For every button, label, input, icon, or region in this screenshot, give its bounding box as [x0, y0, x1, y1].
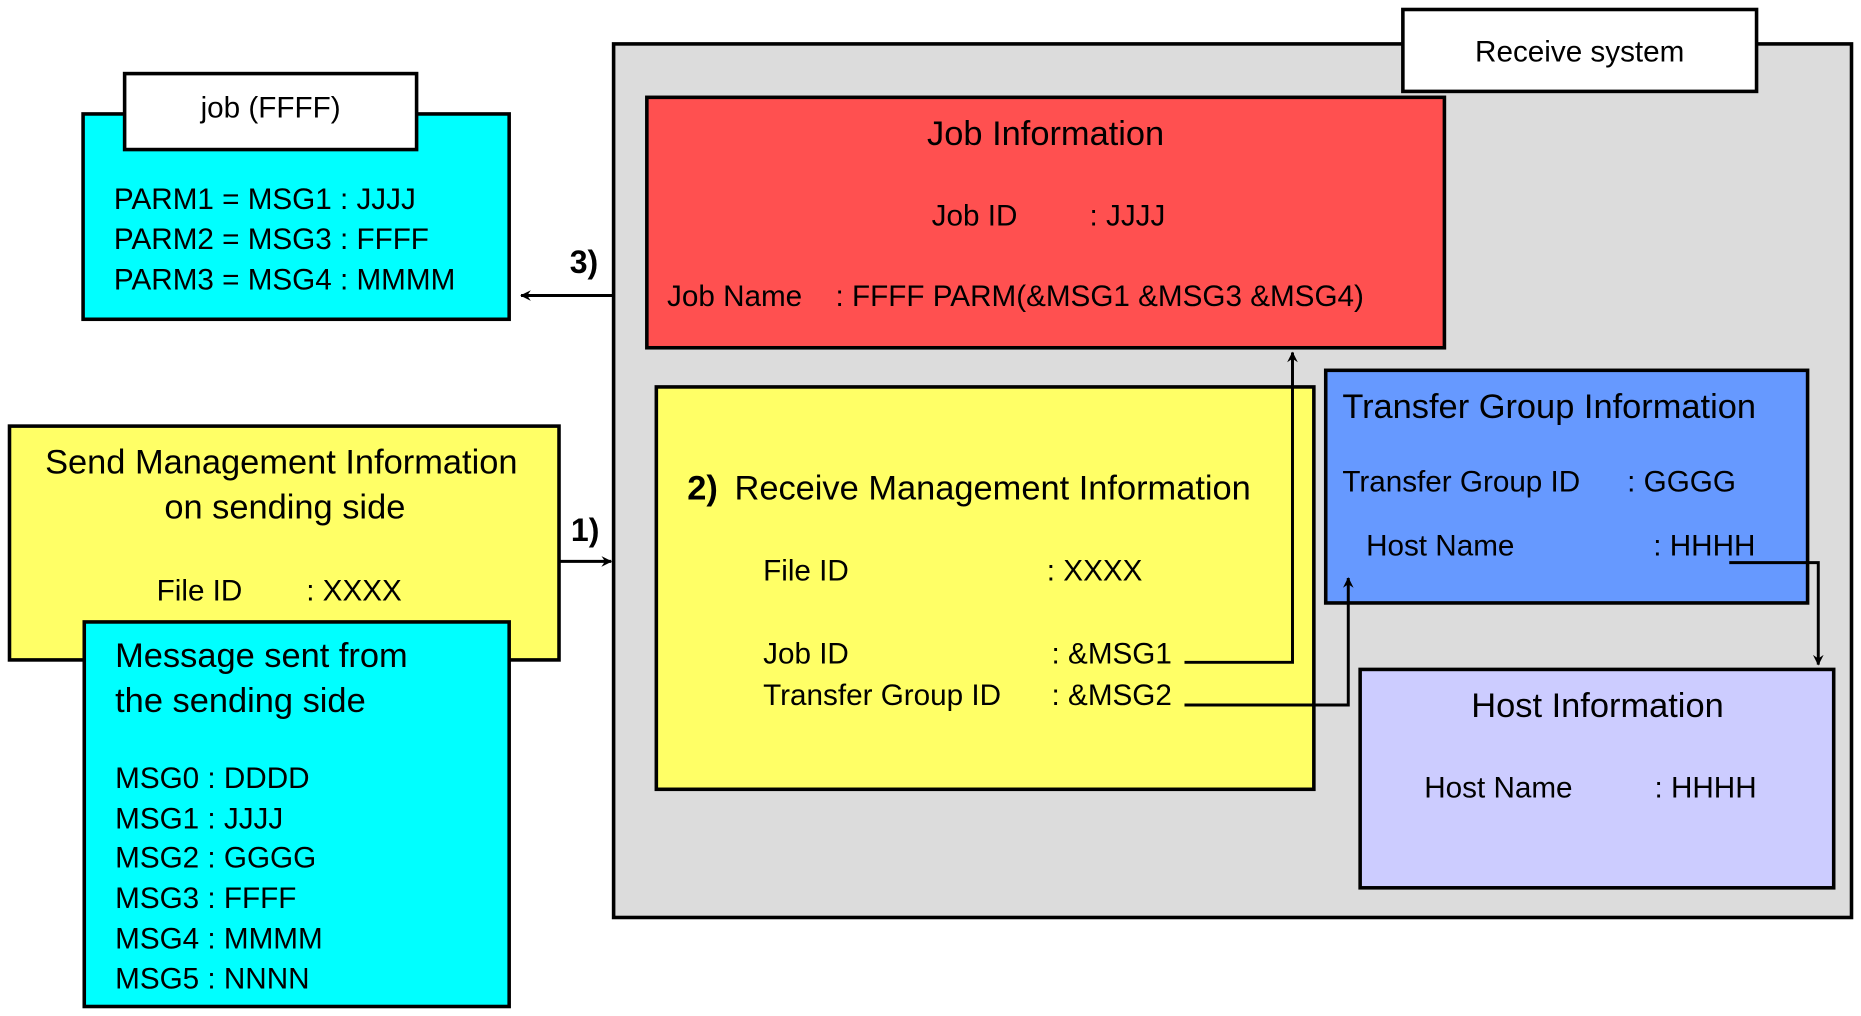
- hi-host-name-label: Host Name: [1424, 772, 1572, 805]
- job-parm-line: PARM3 = MSG4 : MMMM: [114, 264, 455, 297]
- job-name-label: Job Name: [667, 280, 802, 313]
- job-box: job (FFFF) PARM1 = MSG1 : JJJJ PARM2 = M…: [81, 71, 511, 322]
- transfer-group-title: Transfer Group Information: [1342, 388, 1756, 426]
- receive-system-label: Receive system: [1475, 36, 1684, 69]
- send-management-title-line2: on sending side: [164, 489, 405, 527]
- host-information-box: Host Information Host Name : HHHH: [1358, 667, 1836, 890]
- job-box-tab-label: job (FFFF): [200, 92, 341, 125]
- rm-job-id-value: : &MSG1: [1052, 637, 1172, 670]
- sm-file-id-value: : XXXX: [306, 575, 402, 608]
- tg-group-id-label: Transfer Group ID: [1342, 465, 1580, 498]
- tg-group-id-value: : GGGG: [1627, 465, 1736, 498]
- receive-management-title-text: Receive Management Information: [734, 470, 1250, 508]
- send-management-title-line1: Send Management Information: [45, 444, 517, 482]
- job-id-value: : JJJJ: [1090, 200, 1166, 233]
- message-box-title-line2: the sending side: [115, 682, 366, 720]
- arrow-msg1-to-job-information: [1184, 351, 1298, 664]
- message-line: MSG0 : DDDD: [115, 762, 309, 795]
- rm-file-id-value: : XXXX: [1047, 554, 1143, 587]
- rm-job-id-label: Job ID: [763, 637, 849, 670]
- job-id-label: Job ID: [932, 200, 1018, 233]
- rm-transfer-group-id-label: Transfer Group ID: [763, 679, 1001, 712]
- job-information-title: Job Information: [927, 115, 1164, 153]
- transfer-group-panel: [1323, 368, 1810, 605]
- receive-management-panel: [654, 385, 1316, 792]
- rm-transfer-group-id-value: : &MSG2: [1052, 679, 1172, 712]
- job-name-value: : FFFF PARM(&MSG1 &MSG3 &MSG4): [836, 280, 1364, 313]
- receive-system-tab: [1401, 7, 1759, 94]
- host-information-panel: [1358, 667, 1836, 890]
- rm-file-id-label: File ID: [763, 554, 849, 587]
- tg-host-name-label: Host Name: [1366, 529, 1514, 562]
- message-box-panel: [82, 620, 511, 1009]
- message-line: MSG4 : MMMM: [115, 922, 323, 955]
- message-box-title-line1: Message sent from: [115, 637, 408, 675]
- job-information-box: Job Information Job ID : JJJJ Job Name :…: [645, 95, 1447, 350]
- step-3-marker: 3): [570, 244, 598, 280]
- hi-host-name-value: : HHHH: [1654, 772, 1756, 805]
- message-line: MSG2 : GGGG: [115, 842, 316, 875]
- sm-file-id-label: File ID: [157, 575, 243, 608]
- job-parm-line: PARM1 = MSG1 : JJJJ: [114, 183, 416, 216]
- job-information-panel: [645, 95, 1447, 350]
- message-line: MSG3 : FFFF: [115, 882, 296, 915]
- receive-management-box: 2) Receive Management Information File I…: [654, 385, 1316, 792]
- tg-host-name-value: : HHHH: [1653, 529, 1755, 562]
- step-1-marker: 1): [571, 512, 599, 548]
- message-line: MSG1 : JJJJ: [115, 802, 283, 835]
- job-parm-line: PARM2 = MSG3 : FFFF: [114, 223, 429, 256]
- step-2-marker: 2): [687, 470, 718, 508]
- transfer-group-box: Transfer Group Information Transfer Grou…: [1323, 368, 1810, 605]
- job-box-tab: [122, 71, 419, 152]
- arrow-host-name-to-host-information: [1729, 561, 1824, 666]
- message-box: Message sent from the sending side MSG0 …: [82, 620, 511, 1009]
- host-information-title: Host Information: [1471, 687, 1723, 725]
- message-line: MSG5 : NNNN: [115, 963, 309, 996]
- receive-management-title: 2) Receive Management Information: [687, 470, 1251, 508]
- arrow-msg2-to-transfer-group: [1184, 577, 1354, 707]
